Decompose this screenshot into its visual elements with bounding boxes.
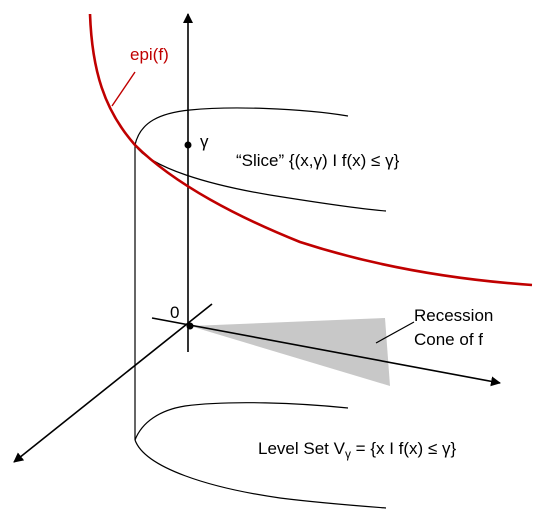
horizontal-axis bbox=[151, 317, 501, 387]
depth-axis bbox=[13, 303, 213, 463]
slice-upper-curve bbox=[134, 107, 349, 146]
gamma-label: γ bbox=[200, 132, 209, 151]
level-set-suffix: = {x I f(x) ≤ γ} bbox=[351, 439, 457, 458]
slice-lower-curve bbox=[134, 144, 387, 212]
origin-point bbox=[186, 322, 194, 330]
slice-label: “Slice” {(x,γ) I f(x) ≤ γ} bbox=[236, 151, 400, 170]
level-set-label: Level Set Vγ = {x I f(x) ≤ γ} bbox=[258, 439, 456, 461]
recession-label-line1: Recession bbox=[414, 306, 493, 325]
origin-label: 0 bbox=[170, 303, 179, 322]
epigraph-curve bbox=[88, 13, 533, 287]
epigraph-leader-line bbox=[111, 71, 136, 107]
recession-label-line2: Cone of f bbox=[414, 330, 483, 349]
epigraph-label: epi(f) bbox=[130, 45, 169, 64]
levelset-upper-curve bbox=[134, 402, 349, 441]
gamma-point bbox=[184, 141, 192, 149]
level-set-subscript: γ bbox=[345, 447, 351, 461]
recession-leader-line bbox=[375, 321, 415, 344]
level-set-prefix: Level Set V bbox=[258, 439, 346, 458]
recession-cone bbox=[190, 318, 390, 386]
levelset-lower-curve bbox=[134, 439, 387, 509]
